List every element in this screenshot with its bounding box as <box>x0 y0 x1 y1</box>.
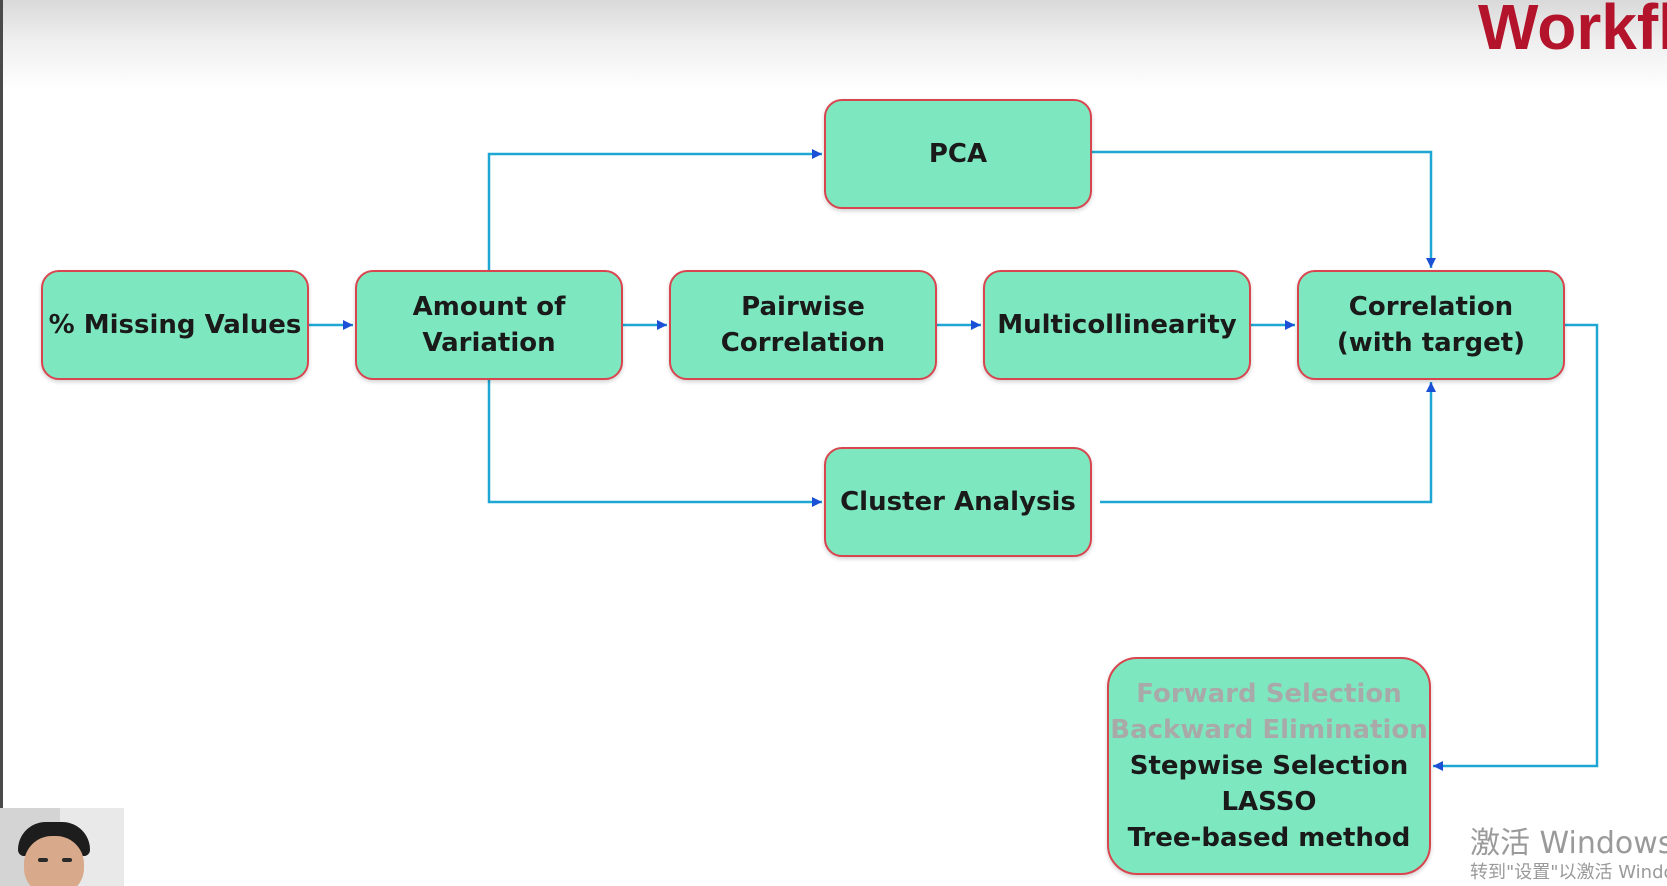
edge-line <box>1092 150 1433 268</box>
watermark-line-2: 转到"设置"以激活 Windows。 <box>1470 862 1667 883</box>
edge-variation-to-cluster <box>487 380 822 507</box>
arrowhead <box>1433 761 1443 771</box>
node-label: Amount of <box>412 292 566 322</box>
edge-variation-to-pca <box>487 149 822 270</box>
edge-line <box>487 152 822 270</box>
arrowhead <box>1285 320 1295 330</box>
arrowhead <box>1426 382 1436 392</box>
window-left-border <box>0 0 3 886</box>
arrowhead <box>812 149 822 159</box>
node-label: (with target) <box>1336 328 1526 358</box>
edge-missing-to-variation <box>309 320 353 330</box>
node-label: Tree-based method <box>1127 823 1411 853</box>
edge-correlation_target-to-selection <box>1433 323 1599 771</box>
slide-title: Workfl <box>1478 0 1667 63</box>
node-label: Variation <box>422 328 556 358</box>
node-label: Multicollinearity <box>997 310 1237 340</box>
edge-pca-to-correlation_target <box>1092 150 1436 268</box>
edge-cluster-to-correlation_target <box>1100 382 1436 504</box>
edge-line <box>1100 382 1433 504</box>
node-pca: PCA <box>824 99 1092 209</box>
node-label: Correlation <box>1348 292 1514 322</box>
webcam-overlay <box>0 808 124 886</box>
windows-activation-watermark: 激活 Windows 转到"设置"以激活 Windows。 <box>1470 826 1667 884</box>
node-amount-of-variation: Amount of Variation <box>355 270 623 380</box>
watermark-line-1: 激活 Windows <box>1470 826 1667 861</box>
node-missing-values: % Missing Values <box>41 270 309 380</box>
node-label: Correlation <box>720 328 886 358</box>
arrowhead <box>343 320 353 330</box>
arrowhead <box>971 320 981 330</box>
arrowhead <box>1426 258 1436 268</box>
edge-multicollinearity-to-correlation_target <box>1251 320 1295 330</box>
edge-line <box>487 380 822 504</box>
node-cluster-analysis: Cluster Analysis <box>824 447 1092 557</box>
node-label: Stepwise Selection <box>1129 751 1409 781</box>
node-label: Forward Selection <box>1136 679 1402 709</box>
arrowhead <box>657 320 667 330</box>
node-label: Pairwise <box>741 292 865 322</box>
node-label: % Missing Values <box>48 310 302 340</box>
node-label: LASSO <box>1221 787 1317 817</box>
top-shade <box>0 0 1667 90</box>
node-label: PCA <box>928 139 988 169</box>
edge-line <box>1433 323 1599 768</box>
arrowhead <box>812 497 822 507</box>
node-label: Backward Elimination <box>1110 715 1428 745</box>
edge-pairwise-to-multicollinearity <box>937 320 981 330</box>
node-correlation-with-target: Correlation (with target) <box>1297 270 1565 380</box>
node-label: Cluster Analysis <box>840 487 1076 517</box>
edge-variation-to-pairwise <box>623 320 667 330</box>
node-multicollinearity: Multicollinearity <box>983 270 1251 380</box>
